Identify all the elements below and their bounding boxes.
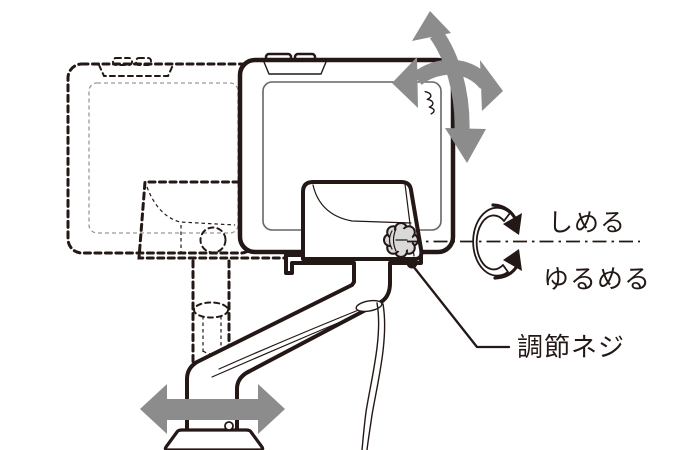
knob-ridges [388, 228, 397, 252]
rotate-clockwise-arrowhead [503, 213, 522, 235]
pole-screw [224, 421, 234, 431]
rotate-counterclockwise-arrowhead [503, 249, 522, 271]
screw-thread-icon [424, 90, 435, 115]
ghost-tab [135, 57, 152, 66]
arm [185, 253, 423, 433]
base [163, 428, 265, 450]
ghost-knob [199, 226, 227, 254]
label-loosen: ゆるめる [543, 265, 651, 295]
adjustment-knob-icon [383, 222, 419, 258]
ghost-bracket-curve [146, 186, 236, 226]
monitor-handle [263, 61, 327, 75]
callout-leader-line [411, 264, 511, 349]
ghost-pole-inner [202, 316, 222, 355]
tilt-swivel-arrow-icon [392, 11, 503, 163]
ghost-tab [112, 57, 133, 66]
bracket-curve [312, 184, 412, 224]
ghost-monitor-screen [88, 82, 239, 234]
annotations: しめる ゆるめる 調節ネジ [406, 208, 651, 363]
rotation-indicator [407, 203, 640, 280]
label-adjustment-screw: 調節ネジ [517, 333, 625, 363]
arm-assembly [163, 253, 423, 450]
arm-bevel-line [218, 302, 377, 370]
mount-bracket [301, 180, 424, 261]
cable [366, 303, 386, 450]
ghost-handle [98, 64, 174, 77]
slide-left-right-arrow-icon [140, 384, 285, 434]
ghost-monitor-outline [66, 62, 257, 255]
arm-bevel-line [211, 308, 372, 378]
rotation-ring [472, 206, 511, 277]
callout-dot [406, 257, 418, 269]
cable [361, 302, 380, 450]
ghost-pole-cap [193, 301, 229, 319]
cable-exit [355, 299, 383, 313]
label-tighten: しめる [548, 208, 626, 237]
ghost-bracket [137, 180, 304, 260]
